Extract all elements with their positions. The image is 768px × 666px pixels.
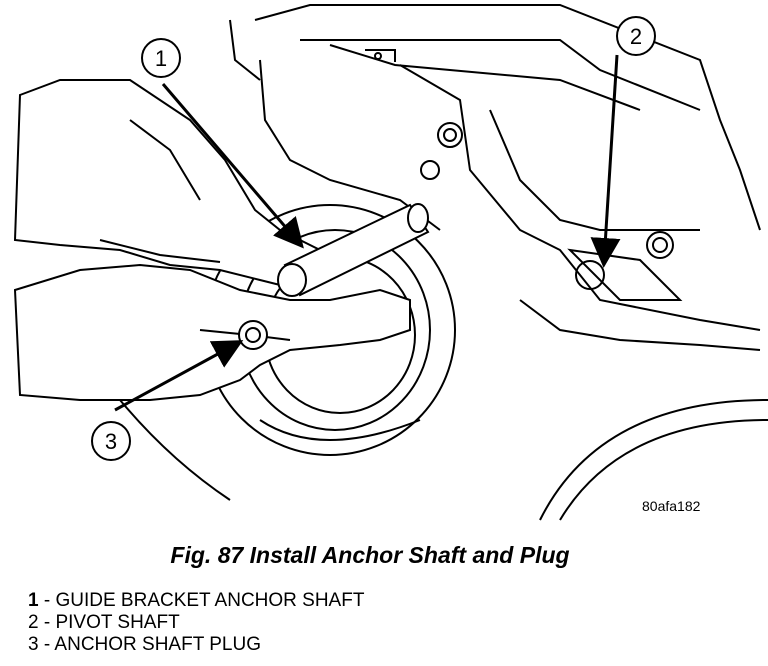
legend-item-number: 1 xyxy=(28,590,39,611)
callout-3-number: 3 xyxy=(105,429,117,454)
legend: 1 - GUIDE BRACKET ANCHOR SHAFT 2 - PIVOT… xyxy=(28,590,364,656)
legend-item: 3 - ANCHOR SHAFT PLUG xyxy=(28,634,364,656)
legend-item-label: GUIDE BRACKET ANCHOR SHAFT xyxy=(55,590,365,611)
technical-illustration: 1 2 3 xyxy=(13,4,768,521)
housing-casting xyxy=(229,4,761,351)
legend-item-separator: - xyxy=(38,634,55,655)
legend-item-number: 3 xyxy=(28,634,39,655)
legend-item-label: PIVOT SHAFT xyxy=(55,612,180,633)
legend-item-label: ANCHOR SHAFT PLUG xyxy=(54,634,261,655)
legend-item-number: 2 xyxy=(28,612,39,633)
callout-2-number: 2 xyxy=(630,24,642,49)
callout-1: 1 xyxy=(141,38,181,78)
callout-1-number: 1 xyxy=(155,46,167,71)
drum-assembly xyxy=(119,204,768,521)
anchor-shaft-plug-part xyxy=(238,320,268,350)
anchor-shaft-part xyxy=(277,203,430,297)
callout-3: 3 xyxy=(91,421,131,461)
figure-reference-id: 80afa182 xyxy=(642,498,701,514)
legend-item-separator: - xyxy=(38,612,56,633)
legend-item: 2 - PIVOT SHAFT xyxy=(28,612,364,634)
figure-caption: Fig. 87 Install Anchor Shaft and Plug xyxy=(170,542,570,568)
legend-item: 1 - GUIDE BRACKET ANCHOR SHAFT xyxy=(28,590,364,612)
callout-2: 2 xyxy=(616,16,656,56)
legend-item-separator: - xyxy=(38,590,56,611)
leader-lines xyxy=(114,54,621,412)
